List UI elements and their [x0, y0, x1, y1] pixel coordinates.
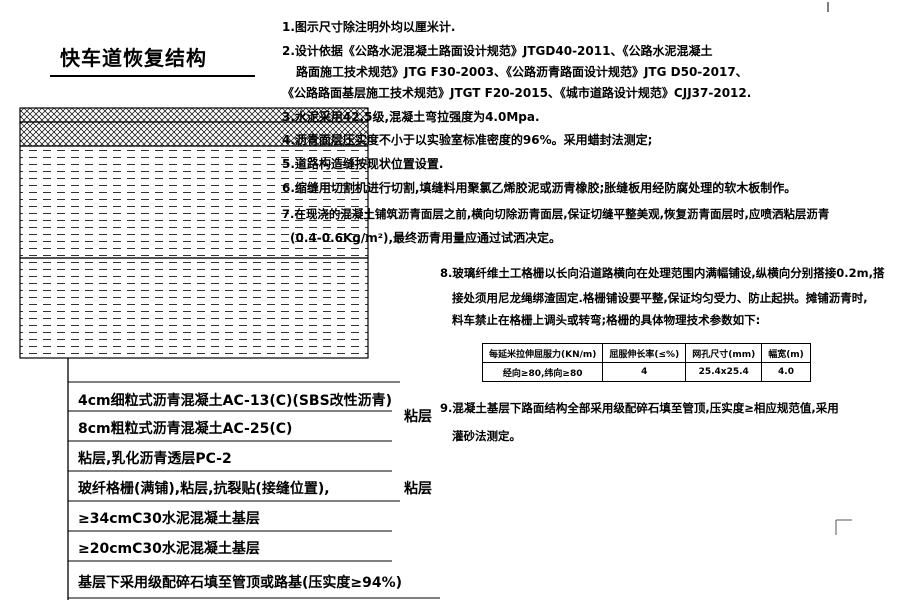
- layer-label-base-20: ≥20cmC30水泥混凝土基层: [78, 541, 260, 557]
- table-header-cell: 每延米拉伸屈服力(KN/m): [481, 343, 604, 363]
- table-header-cell: 幅宽(m): [761, 343, 811, 363]
- note-7-line1: 7.在现浇的混凝土铺筑沥青面层之前,横向切除沥青面层,保证切缝平整美观,恢复沥青…: [282, 207, 830, 221]
- layer-label-ac13: 4cm细粒式沥青混凝土AC-13(C)(SBS改性沥青): [78, 393, 393, 409]
- note-8-line2: 接处须用尼龙绳绑渣固定.格栅铺设要平整,保证均匀受力、防止起拱。摊铺沥青时,: [452, 291, 868, 305]
- geogrid-spec-table: 每延米拉伸屈服力(KN/m) 屈服伸长率(≤%) 网孔尺寸(mm) 幅宽(m) …: [481, 343, 811, 382]
- table-header-row: 每延米拉伸屈服力(KN/m) 屈服伸长率(≤%) 网孔尺寸(mm) 幅宽(m): [481, 343, 811, 363]
- note-2-line3: 《公路路面基层施工技术规范》JTGT F20-2015、《城市道路设计规范》CJ…: [282, 86, 752, 100]
- note-8-line1: 8.玻璃纤维土工格栅以长向沿道路横向在处理范围内满幅铺设,纵横向分别搭接0.2m…: [440, 266, 885, 280]
- layer-label-ac25: 8cm粗粒式沥青混凝土AC-25(C): [78, 421, 293, 437]
- side-label-tack-coat-top: 粘层: [404, 409, 432, 425]
- lower-base-layer: [19, 257, 369, 359]
- side-label-tack-coat-grid: 粘层: [404, 481, 432, 497]
- note-7-line2: (0.4-0.6Kg/m²),最终沥青用量应通过试洒决定。: [290, 231, 562, 245]
- table-header-cell: 屈服伸长率(≤%): [602, 343, 687, 363]
- diagram-title: 快车道恢复结构: [60, 46, 207, 70]
- note-3: 3.水泥采用42.5级,混凝土弯拉强度为4.0Mpa.: [282, 110, 540, 124]
- upper-base-layer: [19, 145, 369, 259]
- table-row: 经向≥80,纬向≥80 4 25.4x25.4 4.0: [481, 362, 811, 382]
- table-header-cell: 网孔尺寸(mm): [685, 343, 763, 363]
- table-cell: 25.4x25.4: [685, 362, 763, 382]
- layer-label-prime-coat: 粘层,乳化沥青透层PC-2: [78, 451, 232, 467]
- note-4: 4.沥青面层压实度不小于以实验室标准密度的96%。采用蜡封法测定;: [282, 133, 653, 147]
- table-cell: 经向≥80,纬向≥80: [481, 362, 604, 382]
- table-cell: 4: [602, 362, 687, 382]
- note-2-line2: 路面施工技术规范》JTG F30-2003、《公路沥青路面设计规范》JTG D5…: [296, 65, 748, 79]
- layer-label-base-34: ≥34cmC30水泥混凝土基层: [78, 511, 260, 527]
- title-underline: [50, 75, 255, 77]
- note-8-line3: 料车禁止在格栅上调头或转弯;格栅的具体物理技术参数如下:: [452, 313, 761, 327]
- note-5: 5.道路构造缝按现状位置设置.: [282, 157, 444, 171]
- note-9-line1: 9.混凝土基层下路面结构全部采用级配碎石填至管顶,压实度≥相应规范值,采用: [440, 401, 839, 415]
- note-9-line2: 灌砂法测定。: [452, 429, 521, 443]
- layer-label-geogrid: 玻纤格栅(满铺),粘层,抗裂贴(接缝位置),: [78, 481, 330, 497]
- binder-layer-hatch: [19, 121, 369, 147]
- table-cell: 4.0: [761, 362, 811, 382]
- note-6: 6.缩缝用切割机进行切割,填缝料用聚氯乙烯胶泥或沥青橡胶;胀缝板用经防腐处理的软…: [282, 181, 797, 195]
- note-2-line1: 2.设计依据《公路水泥混凝土路面设计规范》JTGD40-2011、《公路水泥混凝…: [282, 44, 713, 58]
- layer-label-subgrade: 基层下采用级配碎石填至管顶或路基(压实度≥94%): [78, 575, 403, 591]
- note-1: 1.图示尺寸除注明外均以厘米计.: [282, 20, 456, 34]
